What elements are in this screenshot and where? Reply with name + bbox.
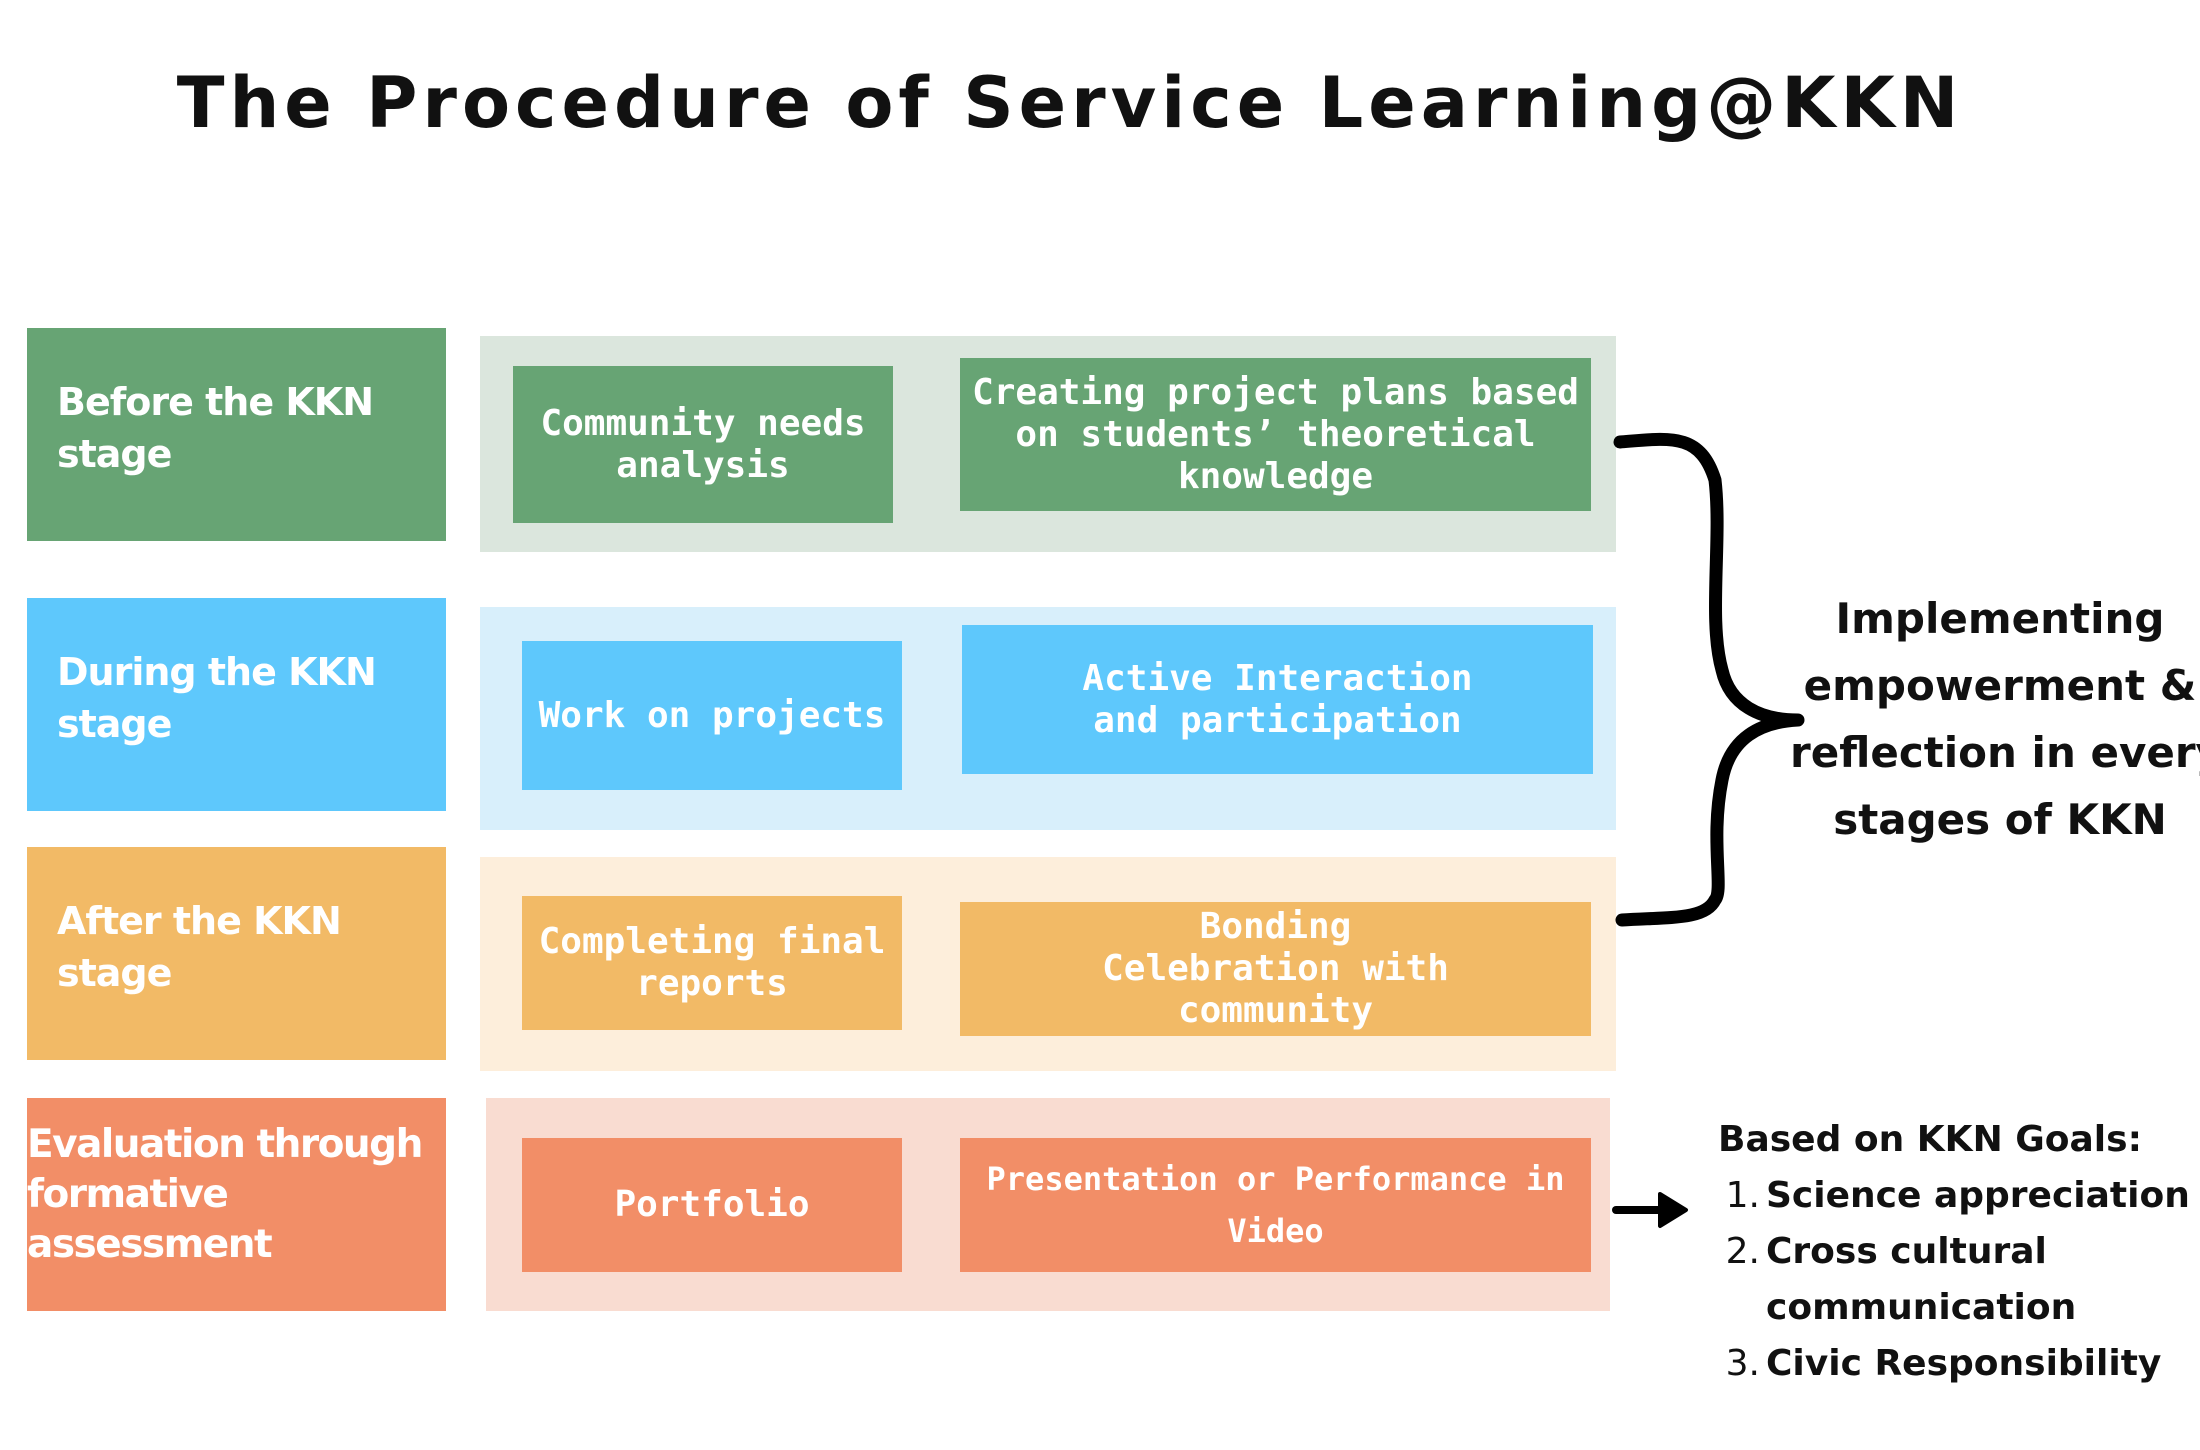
step-line: Video xyxy=(1227,1212,1324,1250)
step-line: and participation xyxy=(1093,699,1462,741)
step-line: Celebration with xyxy=(1102,948,1449,989)
goal-text: Civic Responsibility xyxy=(1766,1336,2161,1392)
step-line: Presentation or Performance in xyxy=(986,1160,1565,1198)
stage-label-line: During the KKN xyxy=(57,650,377,694)
step-creating-project-plans: Creating project plans based on students… xyxy=(960,358,1591,511)
kkn-goals: Based on KKN Goals: 1. Science appreciat… xyxy=(1718,1112,2190,1392)
step-line: reports xyxy=(636,963,788,1004)
goal-number: 2. xyxy=(1725,1231,1760,1272)
step-work-on-projects: Work on projects xyxy=(522,641,902,790)
stage-label-before: Before the KKN stage xyxy=(27,328,446,541)
step-completing-final-reports: Completing final reports xyxy=(522,896,902,1030)
goal-line: communication xyxy=(1766,1287,2077,1328)
goal-number: 1. xyxy=(1725,1175,1760,1216)
goal-text: Cross cultural communication xyxy=(1766,1224,2076,1336)
page-title: The Procedure of Service Learning@KKN xyxy=(176,62,1964,144)
stage-label-line: stage xyxy=(57,702,172,746)
goal-line: Cross cultural xyxy=(1766,1231,2047,1272)
stage-label-line: stage xyxy=(57,432,172,476)
brace-note-line: reflection in every xyxy=(1790,728,2200,777)
step-line: on students’ theoretical xyxy=(1015,413,1536,455)
stage-label-after: After the KKN stage xyxy=(27,847,446,1060)
goal-number: 3. xyxy=(1725,1343,1760,1384)
step-line: Bonding xyxy=(1199,906,1352,947)
brace-note-line: Implementing xyxy=(1835,594,2165,643)
step-line: Work on projects xyxy=(538,694,886,736)
brace-note-line: stages of KKN xyxy=(1833,795,2167,844)
step-line: Creating project plans based xyxy=(972,371,1579,413)
right-curly-brace-icon xyxy=(1613,432,1805,927)
goal-item: 3. Civic Responsibility xyxy=(1718,1336,2190,1392)
brace-note: Implementing empowerment & reflection in… xyxy=(1790,585,2200,853)
stage-label-line: formative xyxy=(27,1172,229,1217)
stage-label-line: After the KKN xyxy=(57,899,342,943)
brace-note-line: empowerment & xyxy=(1803,661,2197,710)
right-arrow-icon xyxy=(1612,1192,1688,1228)
goal-line: Science appreciation xyxy=(1766,1175,2190,1216)
step-line: analysis xyxy=(616,444,790,486)
stage-label-line: Evaluation through xyxy=(27,1122,423,1167)
step-line: knowledge xyxy=(1177,455,1374,497)
step-community-needs-analysis: Community needs analysis xyxy=(513,366,893,523)
goals-list: 1. Science appreciation 2. Cross cultura… xyxy=(1718,1168,2190,1392)
step-line: Community needs xyxy=(540,402,866,444)
goal-item: 1. Science appreciation xyxy=(1718,1168,2190,1224)
stage-label-during: During the KKN stage xyxy=(27,598,446,811)
stage-label-line: Before the KKN xyxy=(57,380,374,424)
step-line: community xyxy=(1177,990,1374,1031)
goals-heading: Based on KKN Goals: xyxy=(1718,1119,2142,1160)
step-active-interaction: Active Interaction and participation xyxy=(962,625,1593,774)
step-presentation-video: Presentation or Performance in Video xyxy=(960,1138,1591,1272)
goal-line: Civic Responsibility xyxy=(1766,1343,2162,1384)
stage-label-line: stage xyxy=(57,951,172,995)
stage-label-evaluation: Evaluation through formative assessment xyxy=(27,1098,446,1311)
step-line: Completing final xyxy=(538,921,886,962)
step-portfolio: Portfolio xyxy=(522,1138,902,1272)
step-line: Active Interaction xyxy=(1082,657,1473,699)
stage-label-line: assessment xyxy=(27,1222,273,1267)
goal-text: Science appreciation xyxy=(1766,1168,2190,1224)
step-bonding-celebration: Bonding Celebration with community xyxy=(960,902,1591,1036)
step-line: Portfolio xyxy=(614,1184,810,1225)
goal-item: 2. Cross cultural communication xyxy=(1718,1224,2190,1336)
